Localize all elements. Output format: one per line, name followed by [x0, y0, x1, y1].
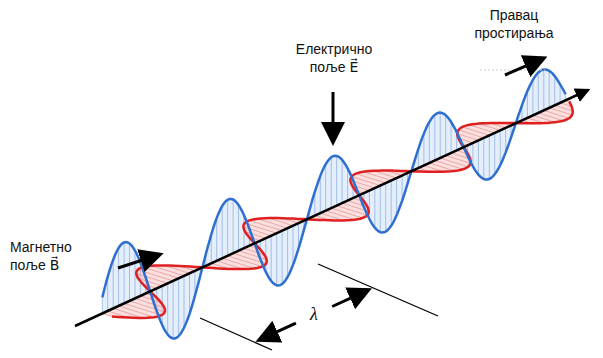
dimension-arrow	[261, 323, 296, 339]
magnetic-field-hatch	[102, 100, 572, 318]
field-label: Електрично поље E⃗	[288, 40, 380, 76]
field-label: Магнетно поље B⃗	[10, 238, 90, 274]
dimension-arrow	[332, 291, 366, 307]
wavelength-symbol: λ	[308, 304, 320, 324]
direction-label: Правац простирања	[468, 6, 560, 42]
extension-line	[200, 318, 272, 350]
magnetic-field-fill	[102, 100, 572, 318]
electric-field-wave	[102, 70, 565, 339]
propagation-axis	[75, 90, 588, 326]
electric-field-hatch	[102, 70, 565, 339]
magnetic-field-wave	[112, 101, 573, 318]
extension-line	[318, 264, 438, 316]
pointer-arrow	[118, 255, 158, 268]
electric-field-fill	[102, 70, 565, 339]
pointer-arrow	[505, 59, 542, 75]
pointer-arrow	[332, 92, 335, 140]
